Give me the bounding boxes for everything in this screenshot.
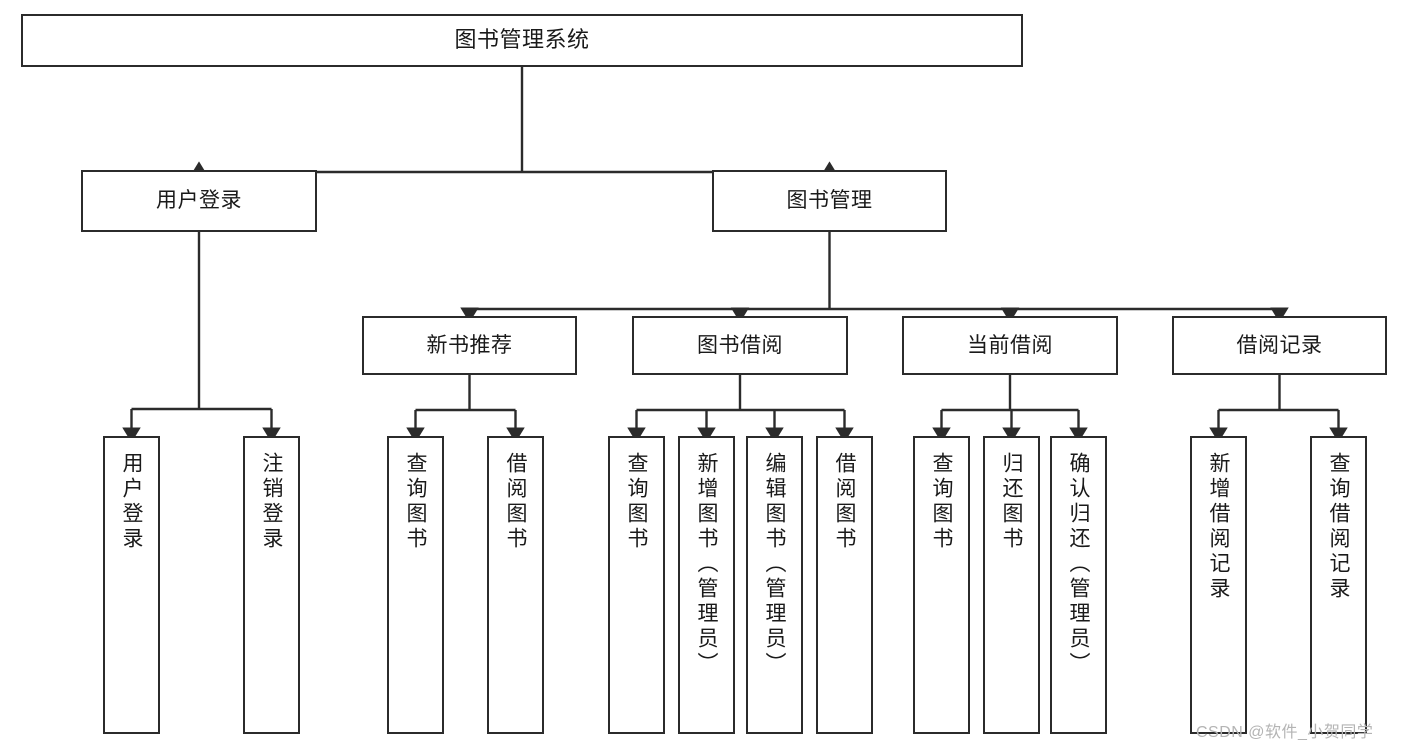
node-leaf-nb-query[interactable]: 查询图书 xyxy=(387,436,444,734)
node-leaf-cb-return[interactable]: 归还图书 xyxy=(983,436,1040,734)
node-label: 借阅记录 xyxy=(1236,333,1323,357)
node-label: 查询图书 xyxy=(625,452,648,552)
node-borrow-record[interactable]: 借阅记录 xyxy=(1172,316,1387,375)
node-label: 查询图书 xyxy=(404,452,427,552)
node-label: 图书管理 xyxy=(786,189,873,213)
node-label: 查询图书 xyxy=(930,452,953,552)
node-label: 借阅图书 xyxy=(504,452,527,552)
node-label: 图书借阅 xyxy=(697,333,783,357)
node-leaf-bb-add[interactable]: 新增图书（管理员） xyxy=(678,436,735,734)
edge-group xyxy=(122,67,1348,443)
node-label: 新增借阅记录 xyxy=(1207,452,1230,602)
node-leaf-br-add[interactable]: 新增借阅记录 xyxy=(1190,436,1247,734)
watermark: CSDN @软件_小贺同学 xyxy=(1196,724,1374,741)
node-leaf-bb-edit[interactable]: 编辑图书（管理员） xyxy=(746,436,803,734)
node-leaf-user-login[interactable]: 用户登录 xyxy=(103,436,160,734)
node-label: 用户登录 xyxy=(156,189,242,213)
node-leaf-cb-query[interactable]: 查询图书 xyxy=(913,436,970,734)
node-label: 图书管理系统 xyxy=(454,27,590,53)
node-label: 借阅图书 xyxy=(833,452,856,552)
node-label: 新书推荐 xyxy=(426,333,513,357)
node-label: 查询借阅记录 xyxy=(1327,452,1350,602)
node-label: 当前借阅 xyxy=(967,333,1053,357)
node-label: 用户登录 xyxy=(120,452,143,552)
node-label: 新增图书（管理员） xyxy=(695,452,718,677)
node-leaf-br-query[interactable]: 查询借阅记录 xyxy=(1310,436,1367,734)
node-new-book-rec[interactable]: 新书推荐 xyxy=(362,316,577,375)
node-label: 确认归还（管理员） xyxy=(1067,452,1090,677)
node-book-borrow[interactable]: 图书借阅 xyxy=(632,316,848,375)
node-book-manage[interactable]: 图书管理 xyxy=(712,170,947,232)
node-leaf-cb-confirm[interactable]: 确认归还（管理员） xyxy=(1050,436,1107,734)
node-root[interactable]: 图书管理系统 xyxy=(21,14,1023,67)
node-leaf-bb-query[interactable]: 查询图书 xyxy=(608,436,665,734)
node-leaf-logout[interactable]: 注销登录 xyxy=(243,436,300,734)
node-current-borrow[interactable]: 当前借阅 xyxy=(902,316,1118,375)
node-label: 归还图书 xyxy=(1000,452,1023,552)
node-label: 注销登录 xyxy=(260,452,283,552)
node-leaf-bb-borrow[interactable]: 借阅图书 xyxy=(816,436,873,734)
node-leaf-nb-borrow[interactable]: 借阅图书 xyxy=(487,436,544,734)
node-user-login[interactable]: 用户登录 xyxy=(81,170,317,232)
node-label: 编辑图书（管理员） xyxy=(763,452,786,677)
